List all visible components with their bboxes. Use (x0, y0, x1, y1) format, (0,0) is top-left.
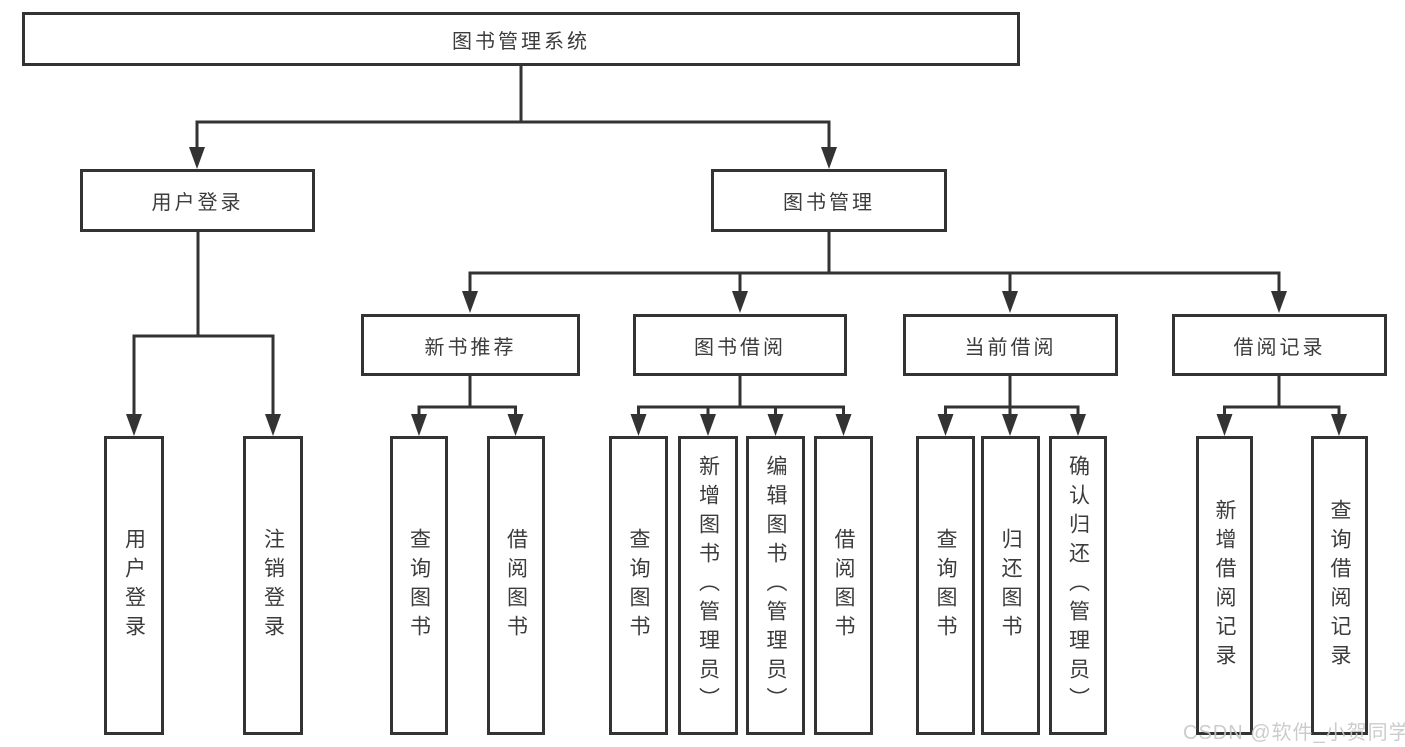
leaf-label: 查询借阅记录 (1328, 498, 1351, 673)
leaf-label: 编辑图书（管理员） (764, 455, 787, 716)
arrow-icon (1002, 291, 1018, 313)
arrow-icon (1331, 414, 1347, 436)
leaf-label: 借阅图书 (504, 527, 528, 644)
leaf-borrow-books: 借阅图书 (814, 436, 873, 735)
leaf-label: 查询图书 (407, 527, 431, 644)
arrow-icon (835, 414, 852, 436)
node-current-borrowing: 当前借阅 (903, 314, 1118, 376)
leaf-confirm-return-admin: 确认归还（管理员） (1049, 436, 1107, 735)
node-root: 图书管理系统 (22, 12, 1020, 66)
node-book-borrowing: 图书借阅 (633, 314, 847, 376)
leaf-label: 归还图书 (999, 527, 1022, 644)
connector-paths (132, 66, 1341, 414)
leaf-query-books-recommend: 查询图书 (390, 436, 448, 735)
leaf-label: 新增借阅记录 (1213, 498, 1236, 673)
arrowheads (126, 147, 1347, 436)
arrow-icon (937, 414, 954, 436)
leaf-return-books: 归还图书 (981, 436, 1040, 735)
arrow-icon (189, 147, 205, 169)
arrow-icon (1070, 414, 1086, 436)
arrow-icon (1002, 414, 1018, 436)
node-new-book-recommend: 新书推荐 (361, 314, 580, 376)
leaf-query-borrow-record: 查询借阅记录 (1311, 436, 1368, 735)
leaf-add-borrow-record: 新增借阅记录 (1196, 436, 1253, 735)
leaf-label: 查询图书 (934, 527, 957, 644)
node-label: 用户登录 (151, 192, 244, 214)
leaf-label: 确认归还（管理员） (1066, 455, 1090, 716)
arrow-icon (821, 147, 837, 169)
node-book-management: 图书管理 (711, 169, 947, 232)
arrow-icon (767, 414, 784, 436)
arrow-icon (630, 414, 647, 436)
leaf-borrow-books-recommend: 借阅图书 (487, 436, 545, 735)
watermark: CSDN @软件_小贺同学 (1183, 722, 1405, 744)
node-label: 图书借阅 (694, 336, 786, 359)
leaf-query-books-current: 查询图书 (916, 436, 975, 735)
arrow-icon (732, 291, 748, 313)
arrow-icon (1271, 291, 1287, 313)
leaf-label: 查询图书 (627, 527, 650, 644)
leaf-query-books-borrowing: 查询图书 (609, 436, 668, 735)
node-borrowing-records: 借阅记录 (1172, 314, 1387, 376)
leaf-label: 注销登录 (261, 527, 285, 644)
leaf-edit-books-admin: 编辑图书（管理员） (746, 436, 805, 735)
leaf-logout: 注销登录 (243, 436, 303, 735)
node-user-login: 用户登录 (80, 169, 315, 232)
arrow-icon (126, 414, 142, 436)
leaf-label: 新增图书（管理员） (696, 455, 720, 716)
node-label: 图书管理系统 (452, 30, 590, 53)
leaf-label: 用户登录 (122, 527, 146, 644)
node-label: 图书管理 (783, 192, 875, 214)
arrow-icon (507, 414, 524, 436)
node-label: 当前借阅 (964, 336, 1057, 359)
leaf-label: 借阅图书 (832, 527, 855, 644)
arrow-icon (411, 414, 427, 436)
arrow-icon (462, 291, 478, 313)
arrow-icon (700, 414, 716, 436)
node-label: 新书推荐 (424, 336, 517, 359)
leaf-add-books-admin: 新增图书（管理员） (678, 436, 738, 735)
arrow-icon (1216, 414, 1233, 436)
leaf-user-login: 用户登录 (104, 436, 164, 735)
node-label: 借阅记录 (1233, 336, 1326, 359)
arrow-icon (265, 414, 281, 436)
